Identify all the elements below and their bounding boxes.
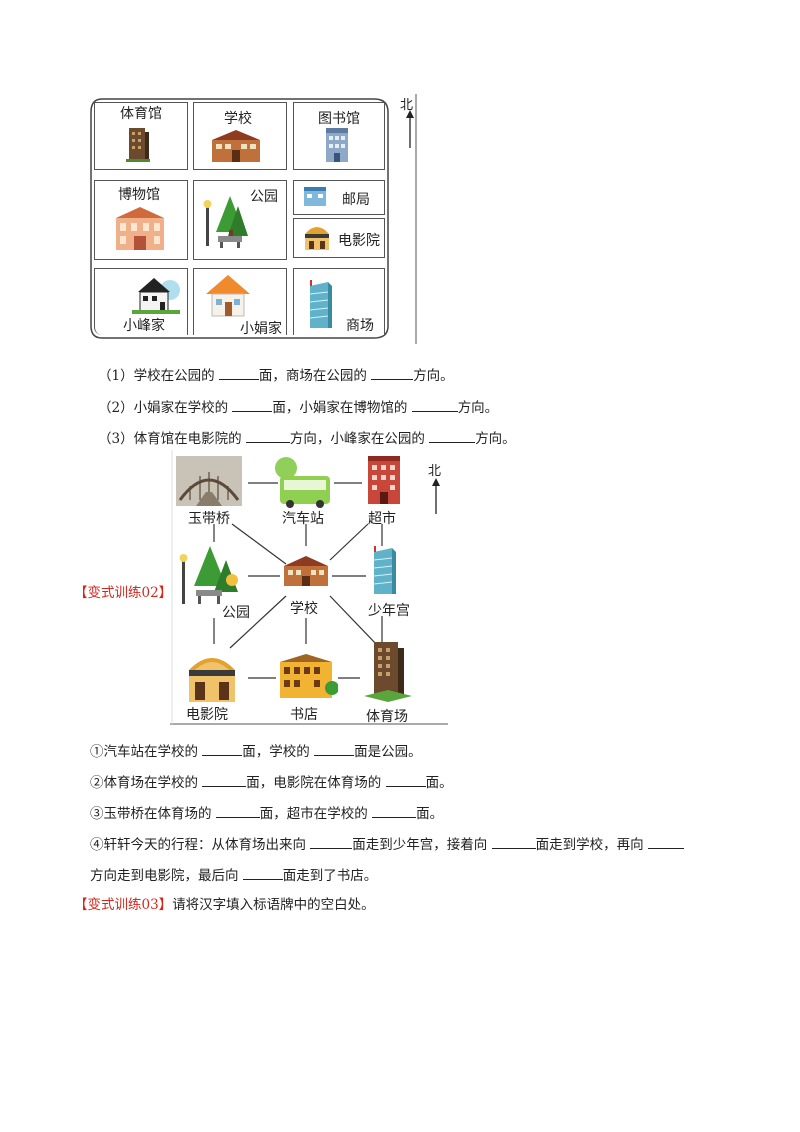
supermarket-building-icon [368,456,400,504]
label-cinema: 电影院 [338,233,380,249]
bookstore-building-icon [280,654,338,698]
jade-belt-bridge-icon [176,456,242,506]
question-2-4-line-1: ④轩轩今天的行程：从体育场出来向 面走到少年宫，接着向 面走到学校，再向 [90,833,684,853]
answer-blank[interactable] [310,837,353,849]
answer-blank[interactable] [314,744,355,756]
label-cinema: 电影院 [186,707,228,723]
question-1-3: （3）体育馆在电影院的 方向，小峰家在公园的 方向。 [98,431,516,447]
school-building-icon [284,556,328,586]
cinema-building-icon [305,227,329,250]
section-tag-03: 【变式训练03】 [74,897,173,913]
answer-blank[interactable] [245,431,290,443]
question-1-1: （1）学校在公园的 面，商场在公园的 方向。 [98,368,454,384]
label-supermarket: 超市 [368,511,396,527]
label-bus-station: 汽车站 [282,511,324,527]
question-2-3: ③玉带桥在体育场的 面，超市在学校的 面。 [90,806,444,822]
answer-blank[interactable] [647,837,684,849]
label-bridge: 玉带桥 [188,511,230,527]
north-arrow-icon [406,110,414,148]
question-2-1: ①汽车站在学校的 面，学校的 面是公园。 [90,744,422,760]
label-library: 图书馆 [318,111,360,127]
map2-connector-lines [170,450,448,725]
cell-xiaojuan [193,268,287,335]
question-1-2: （2）小娟家在学校的 面，小娟家在博物馆的 方向。 [98,400,499,416]
xiaojuan-house-icon [206,275,250,317]
direction-map-2: 玉带桥 汽车站 超市 公园 学校 少年宫 电影院 书店 体育场 [170,450,450,726]
label-gym: 体育馆 [120,106,162,122]
school-building-icon [212,130,260,162]
label-youth-palace: 少年宫 [368,603,410,619]
answer-blank[interactable] [202,744,243,756]
stadium-building-icon [364,642,412,702]
answer-blank[interactable] [202,775,247,787]
map1-right-rule [415,94,417,344]
cinema-building-icon [189,658,235,702]
answer-blank[interactable] [371,368,414,380]
label-bookstore: 书店 [290,707,318,723]
label-mall: 商场 [346,318,374,334]
label-park: 公园 [250,189,278,205]
north-label-1: 北 [400,98,414,113]
answer-blank[interactable] [429,431,476,443]
answer-blank[interactable] [232,400,273,412]
north-label-2: 北 [428,464,442,479]
direction-map-1: 体育馆 学校 图书馆 博物馆 公园 邮局 电影院 小峰家 小娟家 商场 [90,98,390,340]
answer-blank[interactable] [242,868,283,880]
library-building-icon [326,128,348,162]
bus-station-icon [275,457,330,508]
label-xiaofeng: 小峰家 [123,318,165,334]
answer-blank[interactable] [218,368,259,380]
answer-blank[interactable] [385,775,426,787]
question-2-2: ②体育场在学校的 面，电影院在体育场的 面。 [90,775,453,791]
park-tree-icon [179,546,238,604]
north-arrow-icon [432,478,440,514]
section-03-instruction: 请将汉字填入标语牌中的空白处。 [172,897,375,913]
section-03: 【变式训练03】请将汉字填入标语牌中的空白处。 [74,893,375,913]
museum-building-icon [116,207,164,250]
answer-blank[interactable] [372,806,417,818]
section-tag-02: 【变式训练02】 [74,585,173,601]
label-school: 学校 [290,601,318,617]
answer-blank[interactable] [215,806,260,818]
answer-blank[interactable] [411,400,458,412]
mall-tower-icon [309,280,332,328]
label-xiaojuan: 小娟家 [240,321,282,337]
xiaofeng-house-icon [132,278,180,314]
post-office-icon [304,187,326,206]
answer-blank[interactable] [491,837,536,849]
youth-palace-tower-icon [373,546,396,594]
label-school: 学校 [224,111,252,127]
question-2-4-line-2: 方向走到电影院，最后向 面走到了书店。 [90,868,378,884]
cell-mall [293,268,385,335]
label-museum: 博物馆 [118,187,160,203]
gym-building-icon [126,128,150,162]
label-post: 邮局 [342,192,370,208]
park-tree-icon [203,196,248,248]
label-stadium: 体育场 [366,709,408,725]
label-park: 公园 [222,605,250,621]
